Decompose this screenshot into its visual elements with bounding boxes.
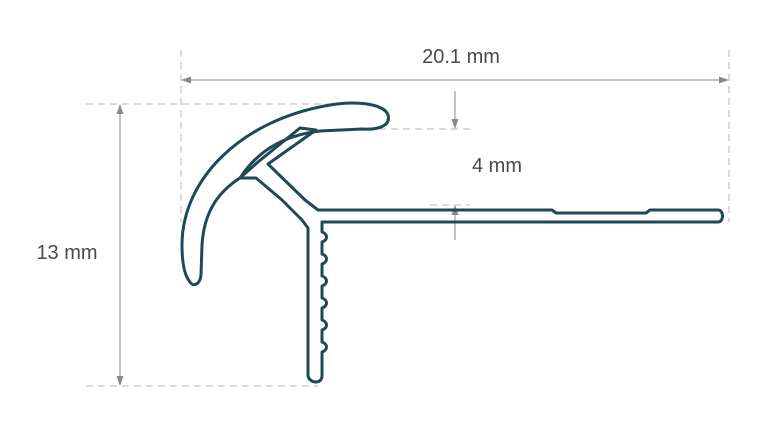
width-arrow-left (181, 76, 191, 84)
width-label: 20.1 mm (422, 46, 500, 68)
height-arrow-bottom (116, 376, 124, 386)
lip-label: 4 mm (472, 155, 522, 177)
lip-arrow-top (451, 119, 459, 129)
height-label: 13 mm (36, 242, 97, 264)
width-arrow-right (719, 76, 729, 84)
outer-curved-lip (180, 101, 390, 287)
profile-outline (180, 101, 724, 384)
extension-lines (86, 50, 730, 387)
lip-dimension: 4 mm (451, 91, 522, 240)
web-and-flanges (238, 126, 724, 384)
height-arrow-top (116, 104, 124, 114)
width-dimension: 20.1 mm (181, 46, 729, 84)
height-dimension: 13 mm (36, 104, 124, 386)
